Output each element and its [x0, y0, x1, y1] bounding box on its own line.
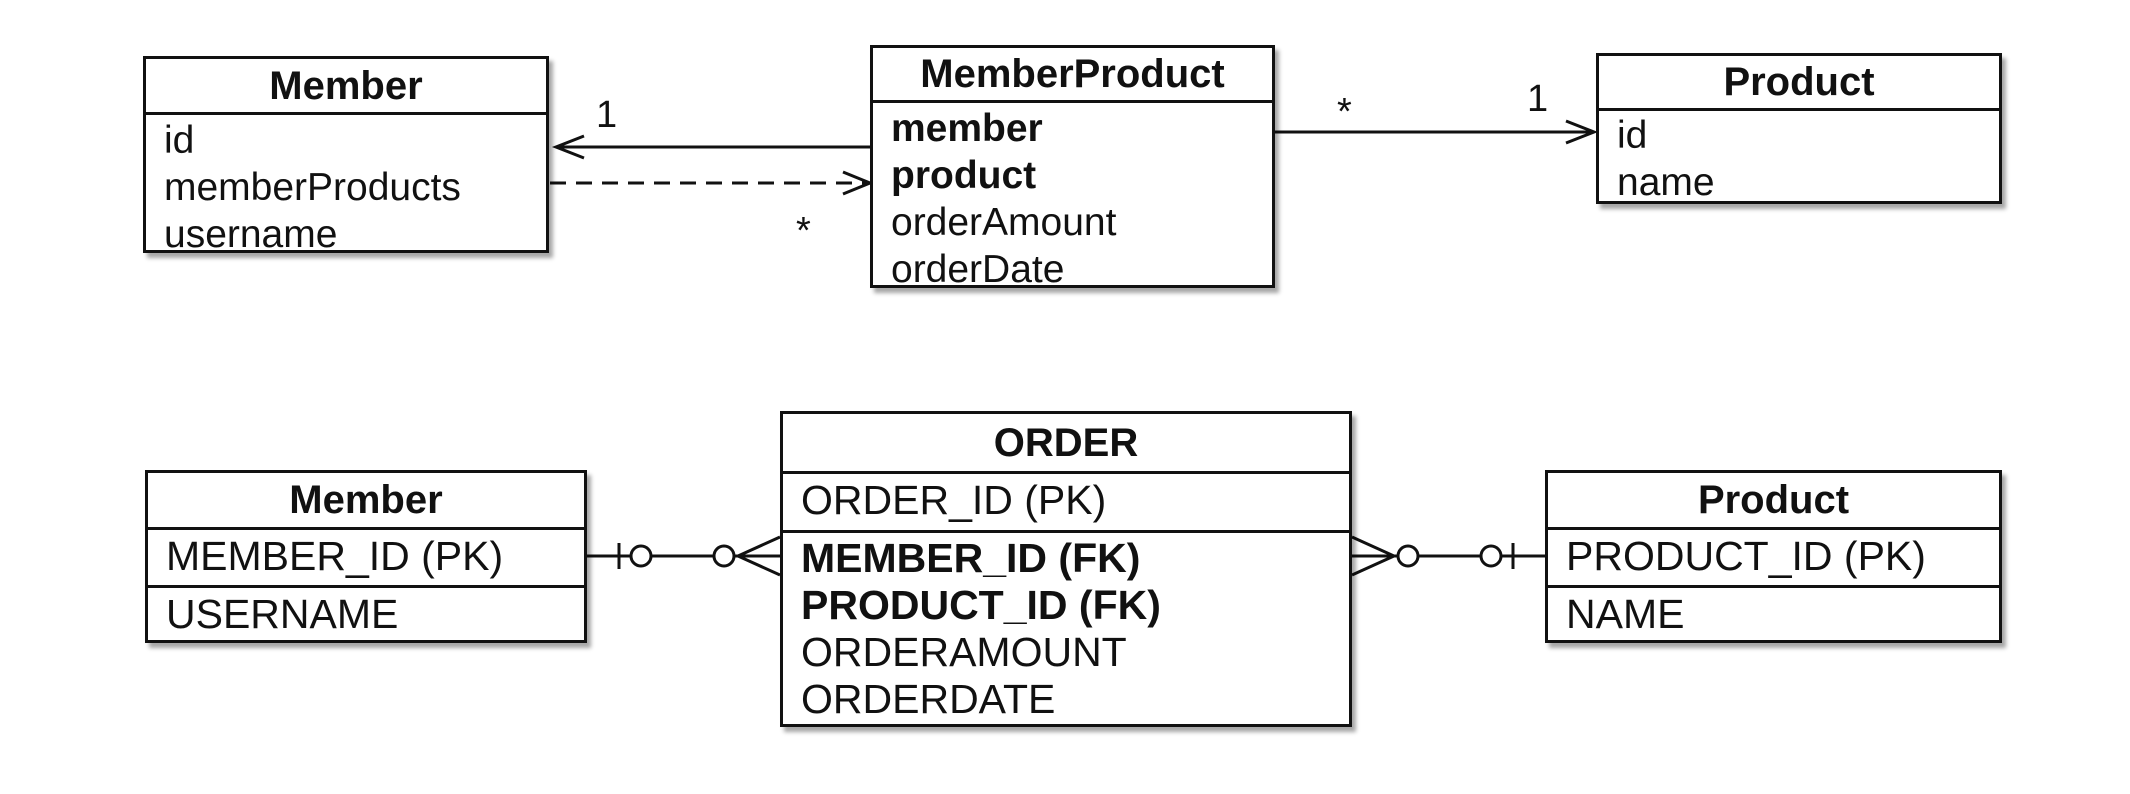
erd-order-table: ORDER ORDER_ID (PK) MEMBER_ID (FK) PRODU… — [780, 411, 1352, 727]
column-order-id-pk: ORDER_ID (PK) — [801, 477, 1107, 523]
column-name: NAME — [1566, 591, 1685, 637]
uml-member-product-class: MemberProduct member product orderAmount… — [870, 45, 1275, 291]
column-order-date: ORDERDATE — [801, 676, 1056, 722]
table-title: Product — [1548, 473, 1999, 530]
erd-product-table: Product PRODUCT_ID (PK) NAME — [1545, 470, 2002, 643]
column-username: USERNAME — [166, 591, 399, 637]
class-title: MemberProduct — [873, 48, 1272, 103]
column-product-id-pk: PRODUCT_ID (PK) — [1566, 533, 1926, 579]
multiplicity-member-one: 1 — [596, 94, 618, 136]
table-columns-section: USERNAME — [148, 585, 584, 638]
erd-circle-member-side — [629, 544, 653, 568]
field-order-amount: orderAmount — [891, 201, 1117, 244]
class-title: Product — [1599, 56, 1999, 111]
erd-circle-order-side-right — [1396, 544, 1420, 568]
field-username: username — [164, 213, 338, 256]
erd-circle-product-side — [1479, 544, 1503, 568]
erd-circle-order-side — [712, 544, 736, 568]
field-id: id — [164, 119, 195, 162]
class-fields: id name — [1599, 111, 1999, 206]
table-columns-section: MEMBER_ID (FK) PRODUCT_ID (FK) ORDERAMOU… — [783, 530, 1349, 723]
table-pk-section: MEMBER_ID (PK) — [148, 530, 584, 585]
column-product-id-fk: PRODUCT_ID (FK) — [801, 582, 1161, 628]
table-title: Member — [148, 473, 584, 530]
table-pk-section: PRODUCT_ID (PK) — [1548, 530, 1999, 585]
uml-arrowhead-product — [1565, 119, 1599, 145]
field-member-products: memberProducts — [164, 166, 461, 209]
field-product: product — [891, 154, 1037, 197]
column-member-id-pk: MEMBER_ID (PK) — [166, 533, 504, 579]
uml-arrowhead-member — [551, 134, 585, 160]
field-id: id — [1617, 114, 1648, 157]
field-member: member — [891, 107, 1043, 150]
erd-member-table: Member MEMBER_ID (PK) USERNAME — [145, 470, 587, 643]
field-name: name — [1617, 161, 1715, 204]
multiplicity-product-one: 1 — [1527, 78, 1549, 120]
table-pk-section: ORDER_ID (PK) — [783, 474, 1349, 530]
class-fields: member product orderAmount orderDate — [873, 103, 1272, 293]
uml-product-class: Product id name — [1596, 53, 2002, 204]
table-title: ORDER — [783, 414, 1349, 474]
column-order-amount: ORDERAMOUNT — [801, 629, 1127, 675]
column-member-id-fk: MEMBER_ID (FK) — [801, 535, 1141, 581]
table-columns-section: NAME — [1548, 585, 1999, 638]
uml-member-class: Member id memberProducts username — [143, 56, 549, 256]
erd-crowsfoot-order-left — [734, 535, 781, 577]
field-order-date: orderDate — [891, 248, 1065, 291]
erd-crowsfoot-order-right — [1351, 535, 1398, 577]
multiplicity-mp-product-many: * — [1337, 91, 1352, 133]
class-fields: id memberProducts username — [146, 115, 546, 258]
multiplicity-mp-many: * — [796, 210, 811, 252]
class-title: Member — [146, 59, 546, 115]
